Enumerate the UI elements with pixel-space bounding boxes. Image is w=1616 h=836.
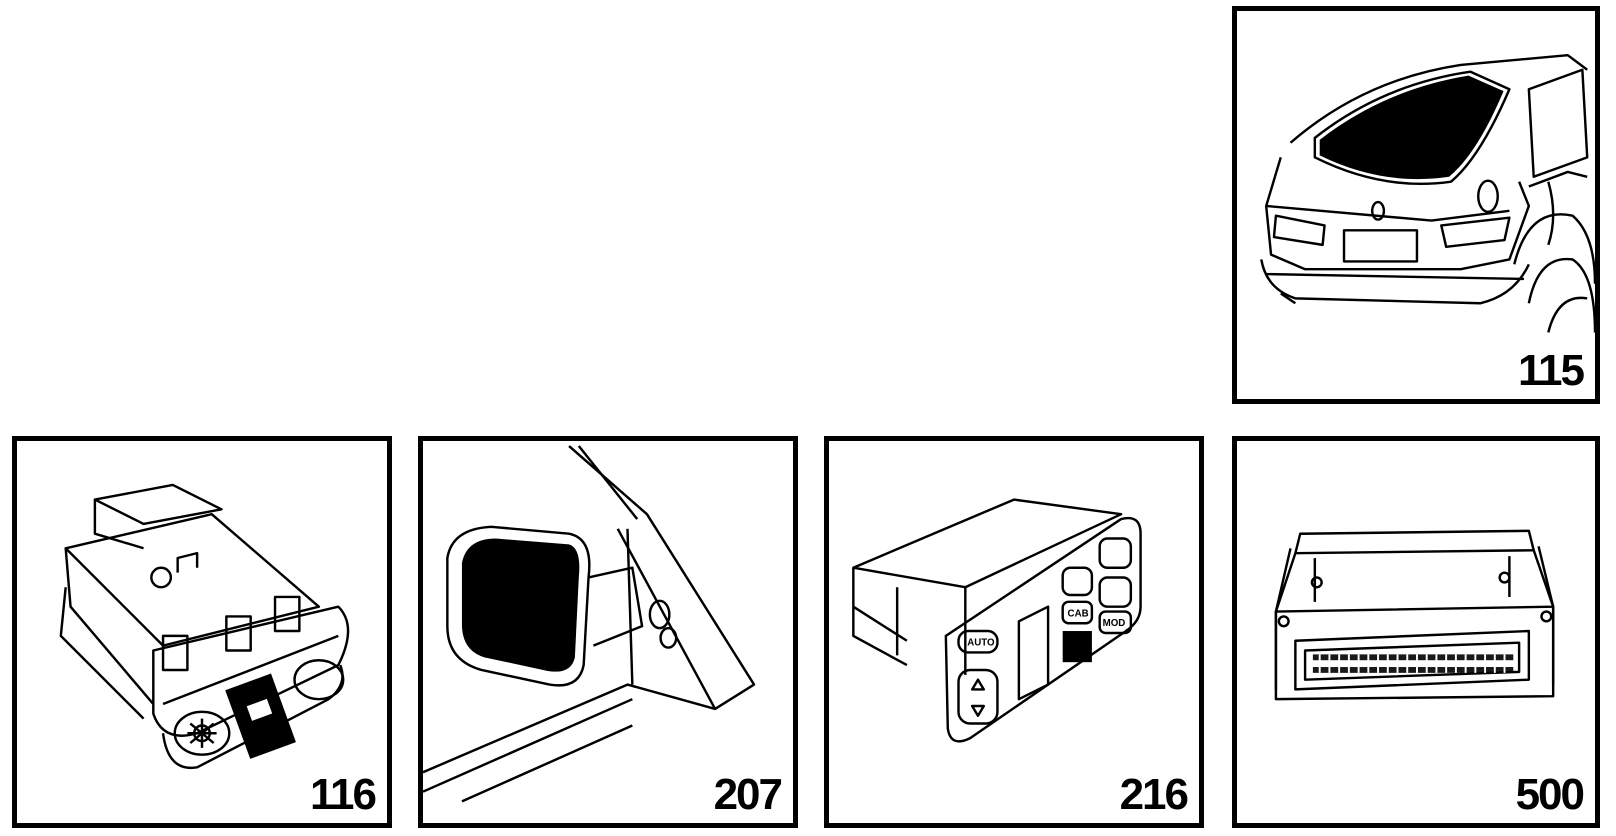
auto-button-label: AUTO — [967, 638, 995, 649]
panel-116-light-switch: 116 — [12, 436, 392, 828]
car-rear-illustration — [1260, 53, 1595, 333]
door-mirror-illustration — [423, 445, 756, 803]
light-switch-illustration — [59, 483, 350, 770]
panel-number: 115 — [1516, 346, 1585, 395]
panel-216-climate-control: AUTO CAB MOD 216 — [824, 436, 1204, 828]
cab-button-label: CAB — [1068, 608, 1089, 619]
control-module-illustration — [1274, 529, 1555, 701]
panel-500-control-module: 500 — [1232, 436, 1600, 828]
panel-207-door-mirror: 207 — [418, 436, 798, 828]
panel-number: 500 — [1513, 770, 1585, 819]
climate-panel-illustration: AUTO CAB MOD — [852, 498, 1142, 743]
mod-button-label: MOD — [1103, 618, 1126, 629]
panel-number: 216 — [1117, 770, 1189, 819]
panel-number: 116 — [308, 770, 377, 819]
panel-number: 207 — [711, 770, 783, 819]
panel-115-rear-window: 115 — [1232, 6, 1600, 404]
